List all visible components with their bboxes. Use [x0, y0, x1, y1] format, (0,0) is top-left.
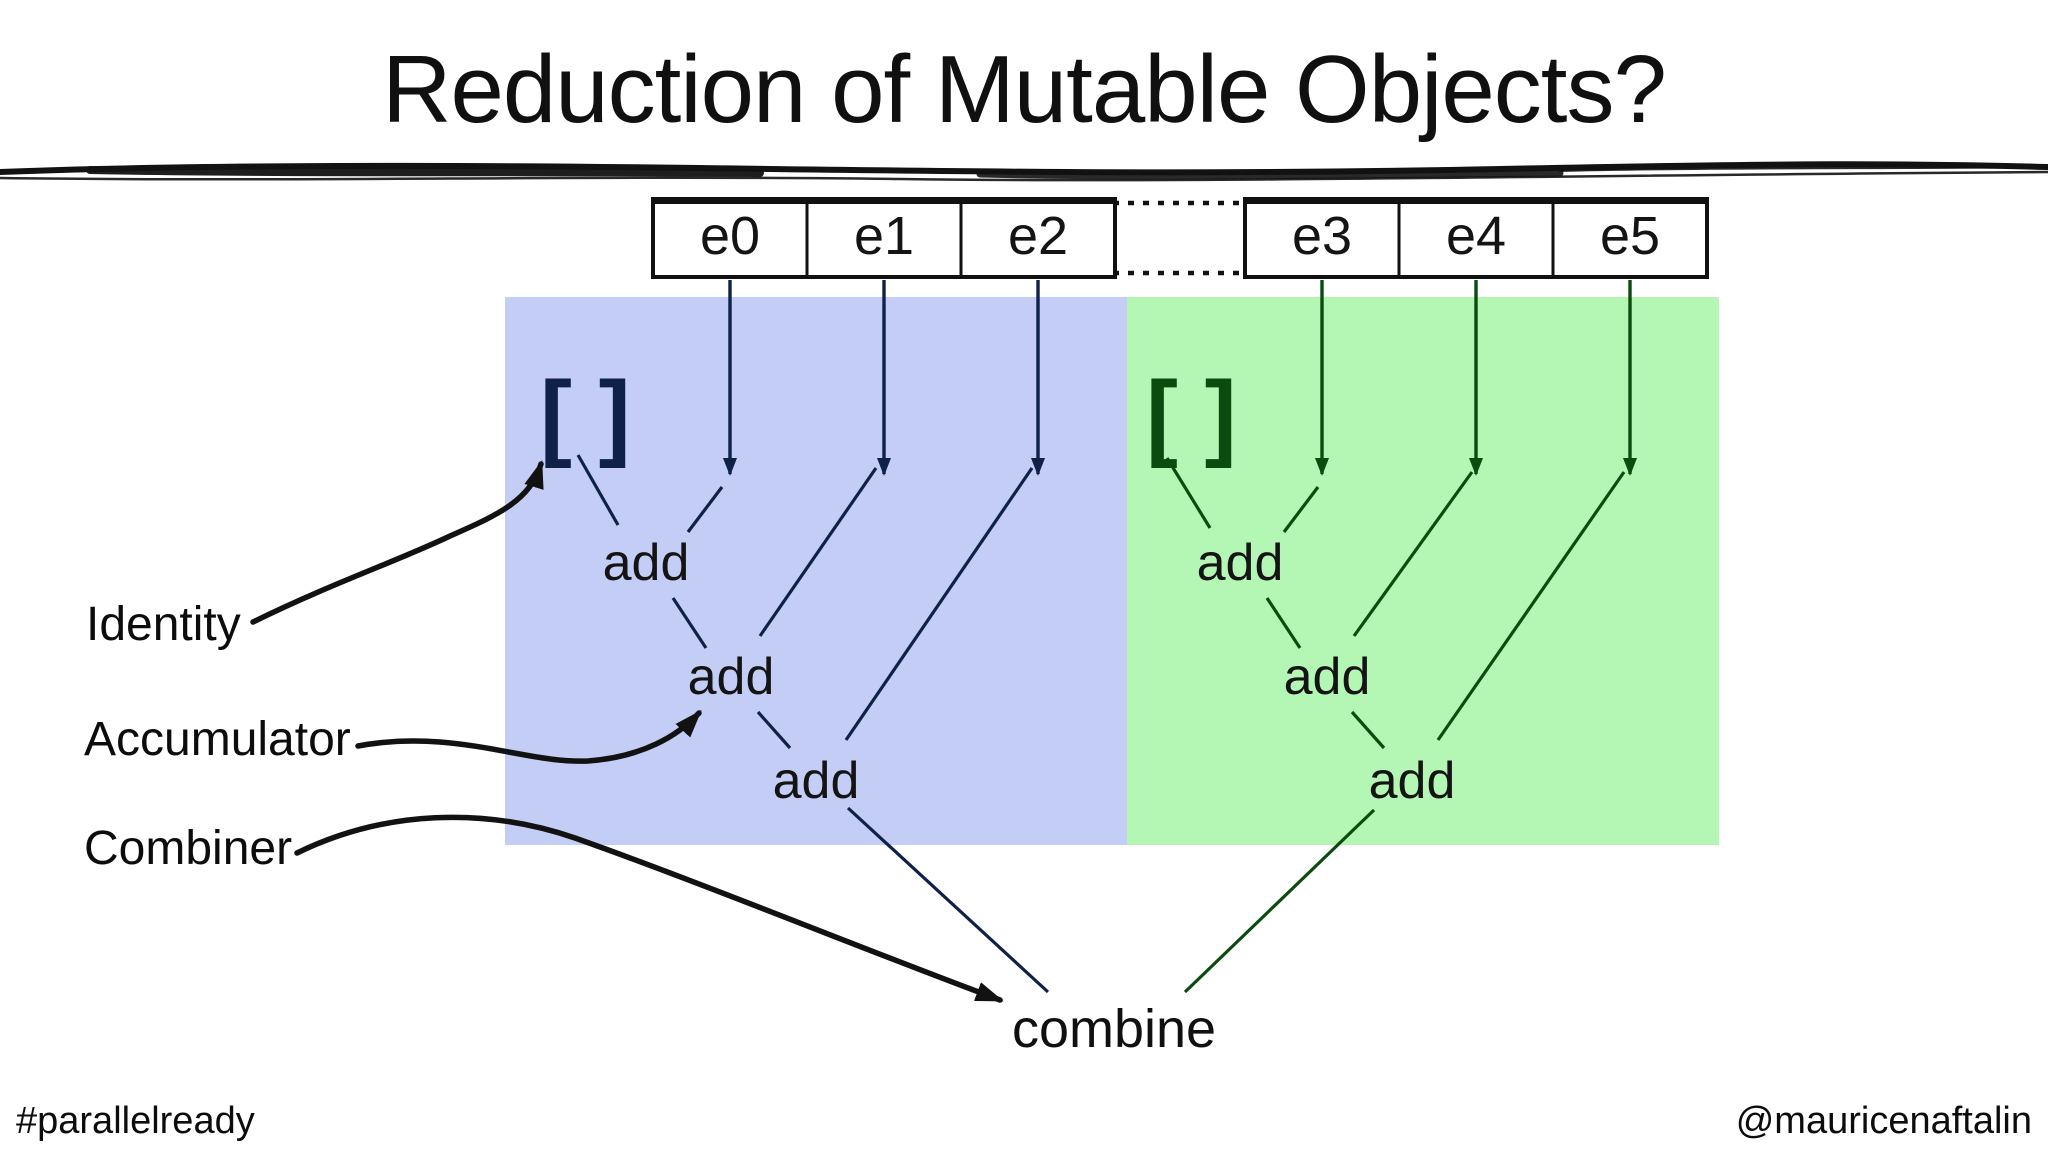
left-chunk-panel	[505, 297, 1127, 845]
right-chunk-panel	[1127, 297, 1719, 845]
right-tree-edges	[1165, 457, 1626, 994]
accumulator-label: Accumulator	[84, 713, 351, 766]
left-element-arrows	[723, 280, 1045, 476]
add-node: add	[1197, 534, 1284, 592]
array-cell-label: e0	[700, 206, 760, 266]
add-node: add	[603, 534, 690, 592]
combiner-pointer-arrow	[294, 814, 1004, 1003]
add-node: add	[688, 648, 775, 706]
array-cell-label: e1	[854, 206, 914, 266]
left-tree-edges	[576, 454, 1050, 994]
hand-drawn-divider	[0, 161, 2048, 182]
right-reduction-tree: [ ] add add add	[1146, 362, 1626, 994]
right-identity-literal: [ ]	[1146, 362, 1237, 469]
identity-label: Identity	[86, 598, 241, 651]
hashtag-label: #parallelready	[16, 1100, 255, 1142]
left-reduction-tree: [ ] add add add	[540, 362, 1050, 994]
array-cell-label: e4	[1446, 206, 1506, 266]
array-cell-label: e3	[1292, 206, 1352, 266]
identity-pointer-arrow	[250, 460, 544, 625]
twitter-handle-label: @mauricenaftalin	[1736, 1100, 2032, 1142]
array-cell-label: e5	[1600, 206, 1660, 266]
add-node: add	[1284, 648, 1371, 706]
slide-title: Reduction of Mutable Objects?	[382, 36, 1666, 143]
add-node: add	[1369, 752, 1456, 810]
right-element-arrows	[1315, 280, 1637, 476]
array-cell-label: e2	[1008, 206, 1068, 266]
add-node: add	[773, 752, 860, 810]
left-identity-literal: [ ]	[540, 362, 631, 469]
combine-node: combine	[1012, 999, 1216, 1059]
accumulator-pointer-arrow	[355, 710, 702, 764]
combiner-label: Combiner	[84, 822, 292, 875]
array-cell-separators	[805, 201, 1555, 275]
array-ellipsis-dotted-lines	[1113, 200, 1247, 276]
array-right-group-box	[1243, 197, 1709, 279]
input-array: e0 e1 e2 e3 e4 e5	[651, 197, 1709, 279]
